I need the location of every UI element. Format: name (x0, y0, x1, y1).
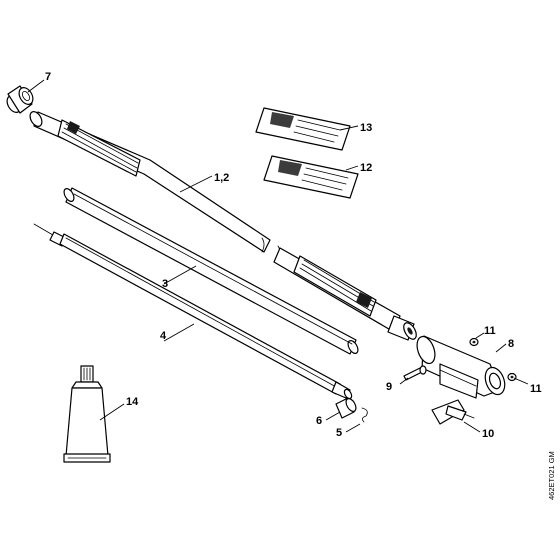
part-4-drive-shaft[interactable] (33, 223, 353, 400)
callout-10: 10 (482, 428, 494, 440)
callout-13: 13 (360, 122, 372, 134)
callout-14: 14 (126, 396, 139, 408)
leader-lines (27, 79, 529, 433)
part-11-nut-lower[interactable] (507, 372, 517, 382)
part-7-end-cap[interactable] (4, 85, 35, 115)
part-14-grease-tube[interactable] (63, 365, 111, 463)
part-10-wing-screw[interactable] (431, 399, 475, 425)
callout-3: 3 (162, 278, 168, 290)
callout-4: 4 (160, 330, 167, 342)
callout-12: 12 (360, 162, 372, 174)
callout-6: 6 (316, 415, 322, 427)
callout-8: 8 (508, 338, 514, 350)
part-3-protective-tube[interactable] (62, 187, 360, 355)
callout-7: 7 (45, 71, 51, 83)
part-12-label[interactable] (263, 155, 359, 199)
callout-11-upper: 11 (484, 325, 496, 337)
drawing-code: 462ET021 GM (547, 451, 556, 500)
part-1-2-drive-tube[interactable] (28, 110, 419, 342)
callout-5: 5 (336, 427, 342, 439)
callout-11-lower: 11 (530, 383, 542, 395)
part-6-sleeve[interactable] (335, 397, 358, 419)
part-13-label[interactable] (255, 107, 351, 151)
part-8-clamp[interactable] (414, 334, 509, 399)
part-9-screw[interactable] (403, 365, 427, 381)
part-5-circlip[interactable] (361, 407, 368, 423)
callout-1-2: 1,2 (214, 172, 229, 184)
callout-9: 9 (386, 381, 392, 393)
part-11-nut-upper[interactable] (469, 337, 479, 347)
